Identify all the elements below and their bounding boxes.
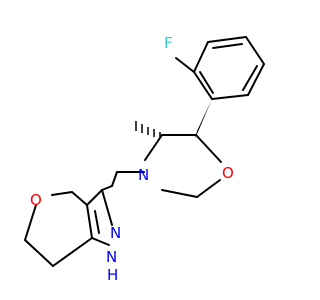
structure-svg: F O N O N N H xyxy=(24,34,265,284)
morpholine-nitrogen-label: N xyxy=(138,166,149,184)
bond xyxy=(24,239,54,267)
bond xyxy=(86,189,103,206)
c-f-bond xyxy=(175,57,195,73)
bond xyxy=(91,237,110,246)
bond xyxy=(207,36,247,43)
bond xyxy=(71,191,88,206)
bond xyxy=(195,134,222,163)
bond xyxy=(247,63,265,96)
stereo-wedge-bond xyxy=(195,99,212,139)
bond xyxy=(52,237,93,267)
pyran-oxygen-label: O xyxy=(30,191,42,209)
bond xyxy=(144,134,163,161)
bond xyxy=(193,71,213,100)
molecule-diagram: F O N O N N H xyxy=(24,34,265,284)
fluorine-label: F xyxy=(164,34,173,52)
bond xyxy=(101,185,113,191)
bond xyxy=(245,36,265,65)
aromatic-bond xyxy=(199,71,214,94)
bonds xyxy=(24,36,265,267)
bond xyxy=(101,189,113,226)
pyrazole-nitrogen-label: N xyxy=(110,224,121,242)
bond xyxy=(86,204,93,239)
bond xyxy=(24,204,37,241)
bond xyxy=(51,191,73,196)
aromatic-bond xyxy=(94,210,100,234)
pyrazole-nh-hydrogen-label: H xyxy=(107,266,118,284)
bond xyxy=(193,41,209,73)
aromatic-bond xyxy=(242,65,258,91)
aromatic-bond xyxy=(212,43,243,49)
bond xyxy=(111,171,118,187)
bond xyxy=(161,189,198,198)
morpholine-oxygen-label: O xyxy=(222,164,234,182)
bond xyxy=(196,179,221,198)
pyrazole-nh-nitrogen-label: N xyxy=(106,248,117,266)
bond xyxy=(211,94,249,100)
stereo-hash-bond xyxy=(135,121,161,138)
